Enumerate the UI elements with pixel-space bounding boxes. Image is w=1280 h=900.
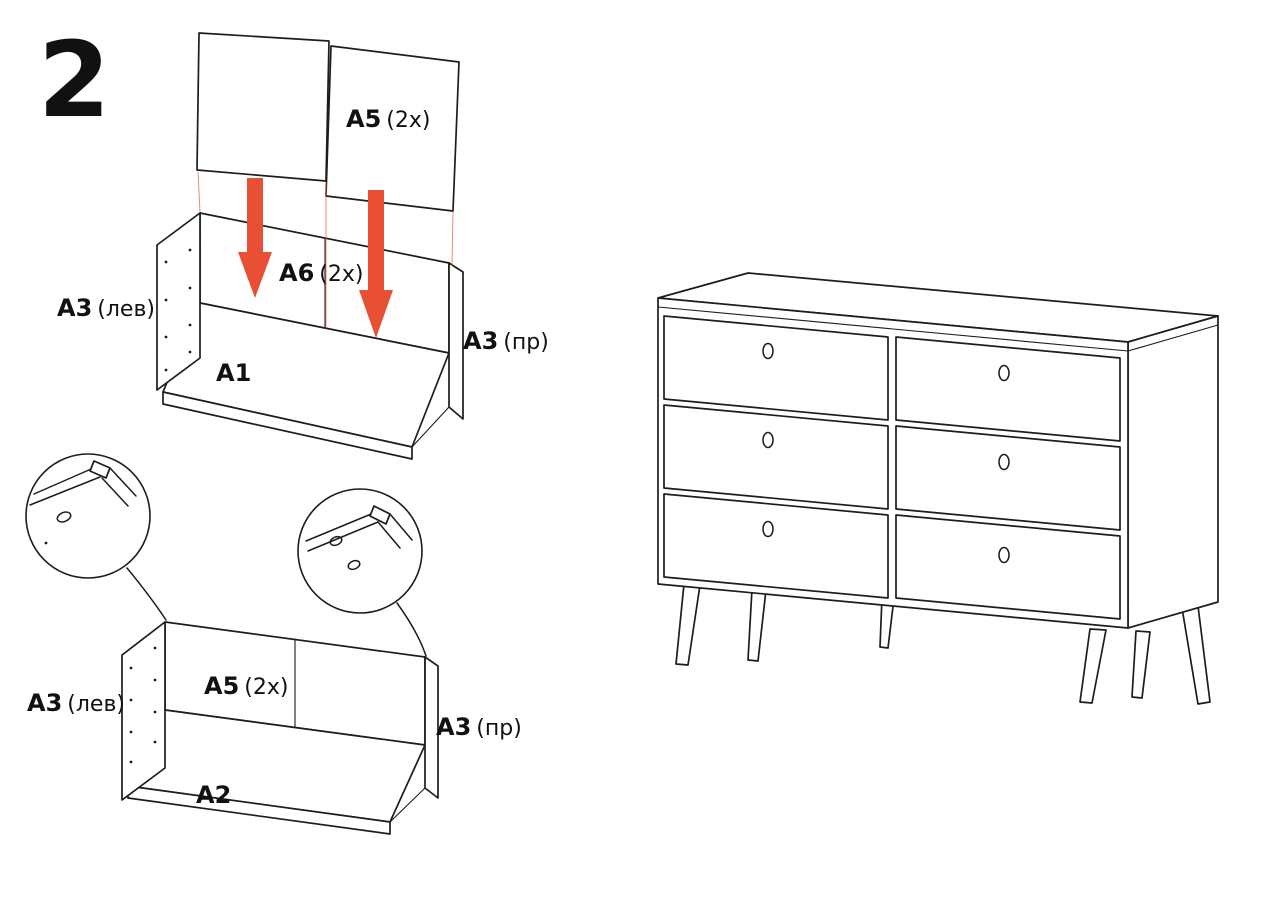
cam-hole xyxy=(347,559,361,571)
left-side-holes xyxy=(164,248,192,372)
left-side-holes xyxy=(129,646,157,764)
label-part: A5 xyxy=(204,672,240,700)
drawer-front xyxy=(895,514,1121,620)
panel-a5-right xyxy=(325,45,460,212)
carcass-right-side-a3 xyxy=(448,262,464,420)
dresser-leg xyxy=(1079,628,1107,704)
cam-hole xyxy=(56,511,72,523)
label-qty: (пр) xyxy=(503,330,549,355)
drawer-knob-hole xyxy=(998,364,1010,382)
label-a5-top: A5(2x) xyxy=(346,106,430,133)
cam-hole xyxy=(329,535,343,547)
step-number: 2 xyxy=(38,19,110,141)
label-a3-right-top: A3(пр) xyxy=(463,328,549,355)
label-qty: (лев) xyxy=(67,692,126,717)
corner-tab xyxy=(89,460,111,479)
label-a2: A2 xyxy=(196,782,236,809)
label-a1: A1 xyxy=(216,360,256,387)
label-part: A3 xyxy=(436,713,472,741)
top-assembly-illustration xyxy=(156,32,464,460)
top-thickness-edge-side xyxy=(1127,324,1219,352)
label-part: A2 xyxy=(196,781,232,809)
drawer-knob-hole xyxy=(998,546,1010,564)
label-qty: (2x) xyxy=(244,675,289,700)
drawer-knob-hole xyxy=(762,342,774,360)
label-part: A3 xyxy=(27,689,63,717)
dresser-leg xyxy=(1181,605,1211,705)
drawer-front xyxy=(663,493,889,599)
drawer-front xyxy=(663,315,889,421)
drawer-knob-hole xyxy=(762,431,774,449)
label-part: A3 xyxy=(463,327,499,355)
bottom-assembly-illustration xyxy=(25,453,439,835)
carcass-left-side-a3 xyxy=(121,621,166,801)
drawer-front xyxy=(895,425,1121,531)
drawer-knob-hole xyxy=(998,453,1010,471)
label-part: A5 xyxy=(346,105,382,133)
right-side-bottom-edge xyxy=(411,406,450,448)
dresser-right-side xyxy=(1127,315,1219,629)
top-thickness-edge xyxy=(657,306,1129,352)
label-qty: (пр) xyxy=(476,716,522,741)
drawer-front xyxy=(895,336,1121,442)
label-part: A6 xyxy=(279,259,315,287)
drawer-knob-hole xyxy=(762,520,774,538)
dresser-leg xyxy=(675,583,701,666)
insert-down-arrow xyxy=(359,190,393,338)
insert-down-arrow xyxy=(238,178,272,298)
magnifier-leader-line xyxy=(126,567,167,621)
label-a3-left-bottom: A3(лев) xyxy=(27,690,125,717)
panel-a5-left xyxy=(196,32,330,182)
label-part: A3 xyxy=(57,294,93,322)
alignment-guide-line xyxy=(451,211,454,267)
label-qty: (лев) xyxy=(97,297,156,322)
magnifier-detail-left-corner xyxy=(25,453,151,579)
label-part: A1 xyxy=(216,359,252,387)
dresser-leg xyxy=(747,588,767,662)
right-side-bottom-edge xyxy=(389,787,426,823)
alignment-guide-line xyxy=(197,171,201,213)
label-qty: (2x) xyxy=(386,108,431,133)
carcass-bottom-front-edge xyxy=(162,391,413,460)
label-a5-bottom: A5(2x) xyxy=(204,673,288,700)
magnifier-detail-right-corner xyxy=(297,488,423,614)
label-qty: (2x) xyxy=(319,262,364,287)
label-a6: A6(2x) xyxy=(279,260,363,287)
corner-tab xyxy=(369,505,391,525)
magnifier-leader-line xyxy=(396,602,427,657)
dresser-illustration xyxy=(657,272,1219,705)
drawer-front xyxy=(663,404,889,510)
carcass-right-side-a3 xyxy=(424,656,439,799)
label-a3-right-bottom: A3(пр) xyxy=(436,714,522,741)
dresser-leg xyxy=(1131,630,1151,699)
carcass-left-side-a3 xyxy=(156,212,201,391)
label-a3-left-top: A3(лев) xyxy=(57,295,155,322)
